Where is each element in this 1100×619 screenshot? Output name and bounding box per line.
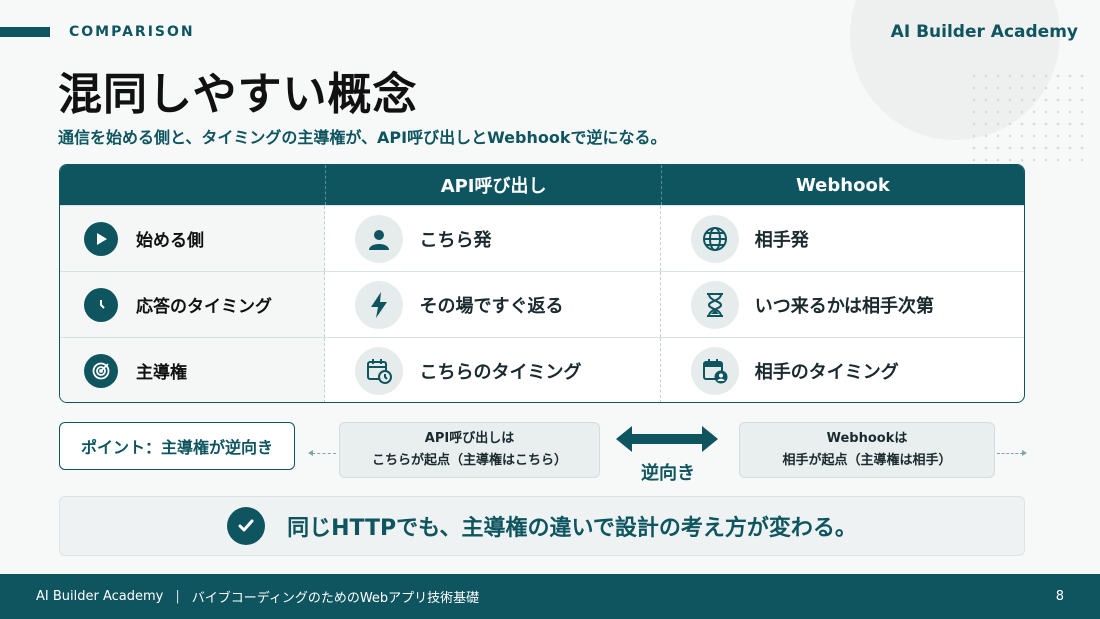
api-origin-card: API呼び出しは こちらが起点（主導権はこちら） <box>339 422 600 478</box>
brand-logo-text: AI Builder Academy <box>890 22 1078 42</box>
webhook-cell-label: 相手のタイミング <box>754 361 899 383</box>
webhook-card-line-1: Webhookは <box>826 431 908 446</box>
lightning-icon <box>355 280 404 329</box>
api-card-line-2: こちらが起点（主導権はこちら） <box>371 453 567 468</box>
section-accent-bar <box>0 27 50 37</box>
person-icon <box>355 214 404 263</box>
footer-course-title: バイブコーディングのためのWebアプリ技術基礎 <box>191 591 480 606</box>
table-row: 応答のタイミング その場ですぐ返る いつ来るかは相手次第 <box>60 271 1024 337</box>
calendar-person-icon <box>690 346 739 395</box>
api-cell-label: その場ですぐ返る <box>419 295 564 317</box>
table-header-webhook: Webhook <box>660 165 1024 205</box>
target-icon <box>84 353 118 388</box>
footer-brand: AI Builder Academy <box>36 589 164 604</box>
page-subtitle: 通信を始める側と、タイミングの主導権が、API呼び出しとWebhookで逆になる… <box>58 128 667 147</box>
conclusion-text: 同じHTTPでも、主導権の違いで設計の考え方が変わる。 <box>287 516 857 541</box>
page-number: 8 <box>1055 589 1064 604</box>
api-cell: その場ですぐ返る <box>325 272 661 337</box>
section-label: COMPARISON <box>69 24 195 40</box>
calendar-clock-icon <box>355 346 404 395</box>
table-header: API呼び出し Webhook <box>60 165 1024 205</box>
row-header-label: 主導権 <box>136 363 187 383</box>
footer-bar: AI Builder Academy | バイブコーディングのためのWebアプリ… <box>0 574 1100 619</box>
api-cell-label: こちらのタイミング <box>419 361 582 383</box>
webhook-cell-label: 相手発 <box>754 229 809 251</box>
conclusion-banner: 同じHTTPでも、主導権の違いで設計の考え方が変わる。 <box>59 496 1025 556</box>
comparison-table: API呼び出し Webhook 始める側 こちら発 相手発 <box>59 164 1025 403</box>
play-icon <box>84 221 118 256</box>
api-cell: こちら発 <box>325 206 661 271</box>
table-header-api: API呼び出し <box>325 165 660 205</box>
hourglass-icon <box>690 280 739 329</box>
clock-icon <box>84 287 118 322</box>
table-row: 主導権 こちらのタイミング 相手 <box>60 337 1024 402</box>
api-cell-label: こちら発 <box>419 229 492 251</box>
decorative-dots <box>968 70 1088 170</box>
table-row: 始める側 こちら発 相手発 <box>60 205 1024 271</box>
dashed-arrow-right <box>997 450 1027 456</box>
webhook-cell: 相手のタイミング <box>661 338 1024 402</box>
reverse-label: 逆向き <box>641 463 695 484</box>
footer-separator: | <box>175 589 180 604</box>
row-header: 主導権 <box>60 338 326 402</box>
row-header: 応答のタイミング <box>60 272 326 337</box>
dashed-arrow-left <box>308 450 336 456</box>
globe-icon <box>690 214 739 263</box>
api-card-line-1: API呼び出しは <box>424 431 515 446</box>
api-cell: こちらのタイミング <box>325 338 661 402</box>
webhook-cell: いつ来るかは相手次第 <box>661 272 1024 337</box>
row-header-label: 応答のタイミング <box>136 297 272 317</box>
point-box: ポイント：主導権が逆向き <box>59 422 295 470</box>
row-header: 始める側 <box>60 206 326 271</box>
double-arrow-icon <box>612 424 722 454</box>
webhook-cell: 相手発 <box>661 206 1024 271</box>
table-header-empty <box>60 165 325 205</box>
webhook-origin-card: Webhookは 相手が起点（主導権は相手） <box>739 422 995 478</box>
row-header-label: 始める側 <box>136 231 204 251</box>
page-title: 混同しやすい概念 <box>58 69 418 120</box>
webhook-card-line-2: 相手が起点（主導権は相手） <box>782 453 952 468</box>
check-icon <box>227 507 266 545</box>
webhook-cell-label: いつ来るかは相手次第 <box>754 295 935 317</box>
footer-left: AI Builder Academy | バイブコーディングのためのWebアプリ… <box>36 587 479 606</box>
